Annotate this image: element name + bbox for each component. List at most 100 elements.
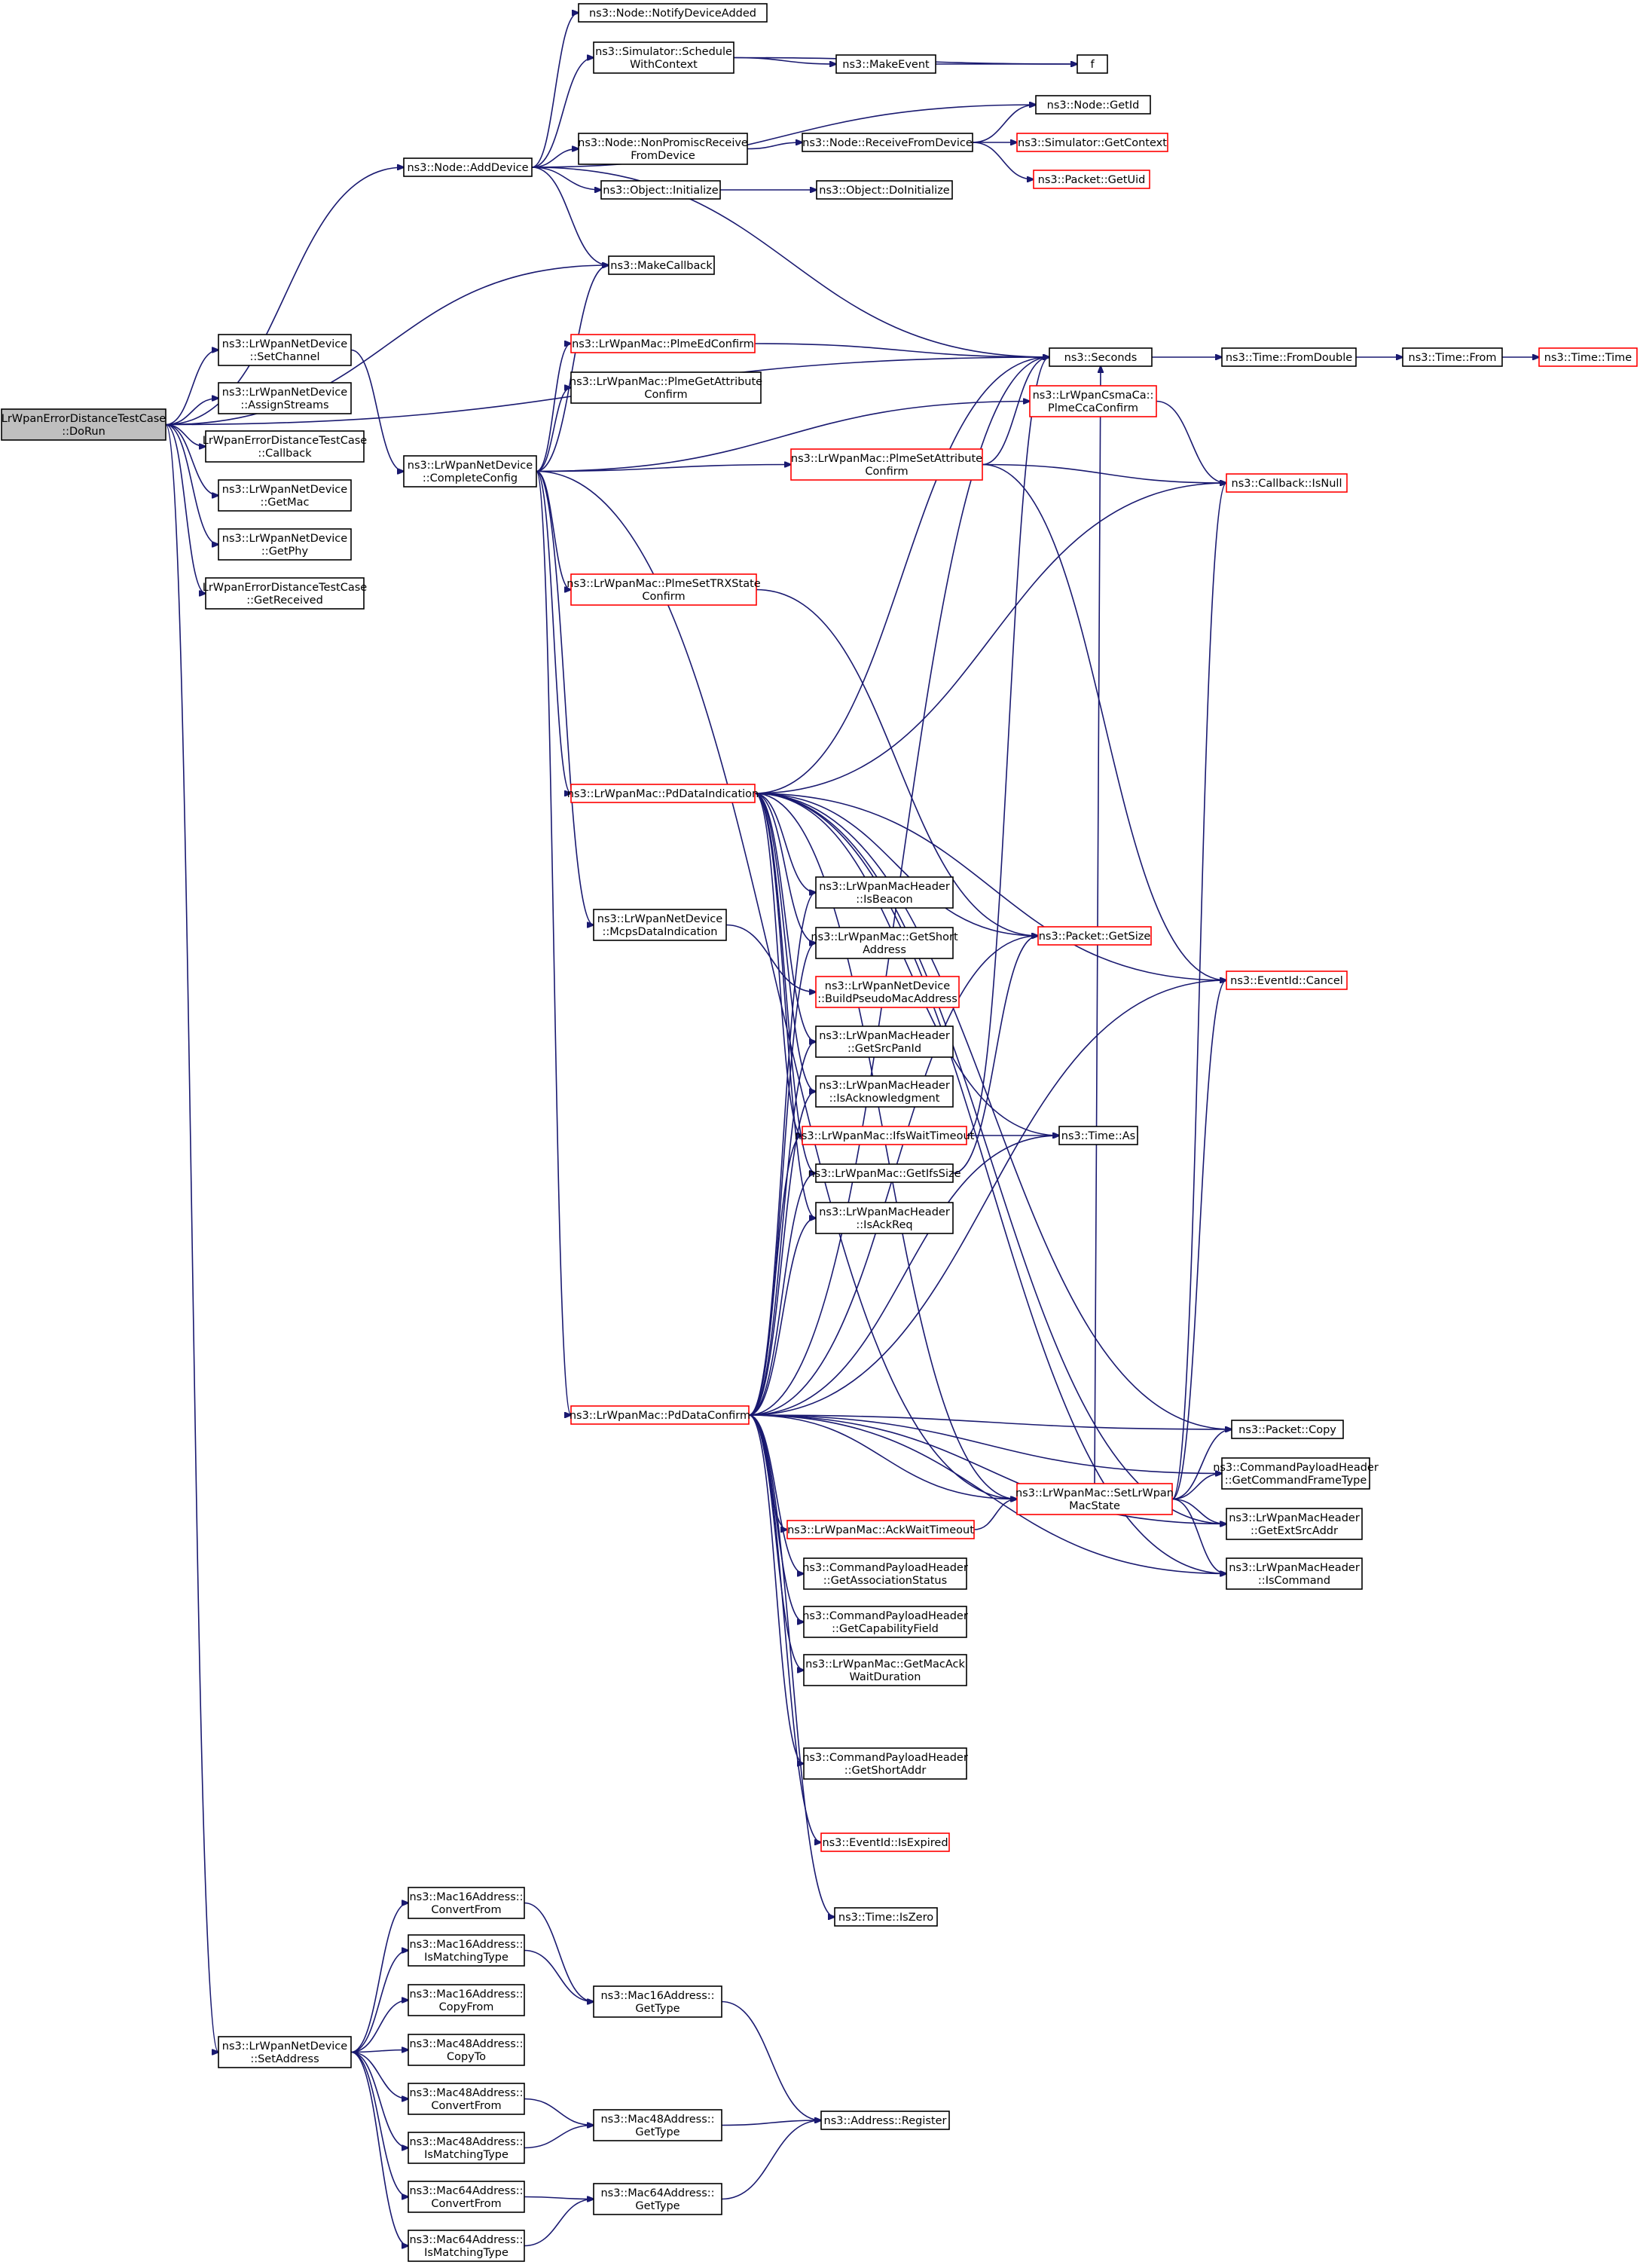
node-m16-convert-from[interactable]: ns3::Mac16Address::ConvertFrom — [408, 1887, 525, 1919]
node-mcps-data-indication[interactable]: ns3::LrWpanNetDevice::McpsDataIndication — [593, 909, 727, 941]
edge-pd-data-indication-to-get-short-address — [754, 793, 816, 943]
node-label: ns3::Mac48Address:: — [409, 2087, 523, 2099]
node-get-context[interactable]: ns3::Simulator::GetContext — [1016, 133, 1168, 152]
node-get-short-addr[interactable]: ns3::CommandPayloadHeader::GetShortAddr — [802, 1747, 968, 1780]
node-box — [815, 876, 954, 909]
node-packet-copy[interactable]: ns3::Packet::Copy — [1231, 1420, 1344, 1439]
node-get-ext-src-addr[interactable]: ns3::LrWpanMacHeader::GetExtSrcAddr — [1226, 1508, 1363, 1540]
node-time-from[interactable]: ns3::Time::From — [1402, 347, 1503, 367]
node-plme-ed-confirm[interactable]: ns3::LrWpanMac::PlmeEdConfirm — [570, 334, 756, 353]
node-complete-config[interactable]: ns3::LrWpanNetDevice::CompleteConfig — [403, 455, 537, 488]
node-event-cancel[interactable]: ns3::EventId::Cancel — [1226, 970, 1348, 990]
node-m64-convert-from[interactable]: ns3::Mac64Address::ConvertFrom — [408, 2181, 525, 2213]
node-ack-wait-timeout[interactable]: ns3::LrWpanMac::AckWaitTimeout — [786, 1520, 975, 1539]
node-is-zero[interactable]: ns3::Time::IsZero — [834, 1907, 938, 1927]
node-obj-initialize[interactable]: ns3::Object::Initialize — [600, 180, 721, 200]
node-label: ns3::CommandPayloadHeader — [802, 1610, 968, 1622]
node-addr-register[interactable]: ns3::Address::Register — [820, 2111, 950, 2130]
node-m16-copy-from[interactable]: ns3::Mac16Address::CopyFrom — [408, 1984, 525, 2016]
nodes-layer: LrWpanErrorDistanceTestCase::DoRun ns3::N… — [1, 3, 1638, 2262]
edge-pd-data-confirm-to-is-command — [748, 1414, 1226, 1574]
node-label: ns3::LrWpanNetDevice — [222, 2040, 348, 2053]
node-m16-get-type[interactable]: ns3::Mac16Address::GetType — [593, 1985, 722, 2018]
node-set-channel[interactable]: ns3::LrWpanNetDevice::SetChannel — [218, 334, 352, 366]
node-time-time[interactable]: ns3::Time::Time — [1538, 347, 1638, 367]
node-from-double[interactable]: ns3::Time::FromDouble — [1221, 347, 1357, 367]
node-receive-from-device[interactable]: ns3::Node::ReceiveFromDevice — [802, 133, 973, 152]
edge-complete-config-to-plme-cca — [536, 402, 1030, 472]
edge-set-lr-wpan-mac-state-to-is-command — [1171, 1498, 1226, 1574]
node-plme-cca[interactable]: ns3::LrWpanCsmaCa::PlmeCcaConfirm — [1029, 385, 1157, 417]
edge-pd-data-indication-to-is-ack-req — [754, 793, 816, 1218]
node-get-src-pan-id[interactable]: ns3::LrWpanMacHeader::GetSrcPanId — [815, 1025, 954, 1058]
node-assign-streams[interactable]: ns3::LrWpanNetDevice::AssignStreams — [218, 382, 352, 414]
node-ifs-wait-timeout[interactable]: ns3::LrWpanMac::IfsWaitTimeout — [795, 1126, 975, 1145]
node-get-cap-field[interactable]: ns3::CommandPayloadHeader::GetCapability… — [802, 1606, 968, 1638]
node-is-null[interactable]: ns3::Callback::IsNull — [1226, 473, 1348, 493]
node-get-phy[interactable]: ns3::LrWpanNetDevice::GetPhy — [218, 528, 352, 561]
node-notify-device-added[interactable]: ns3::Node::NotifyDeviceAdded — [578, 3, 768, 23]
node-box — [403, 157, 533, 177]
node-root[interactable]: LrWpanErrorDistanceTestCase::DoRun — [1, 408, 166, 441]
node-is-ack-req[interactable]: ns3::LrWpanMacHeader::IsAckReq — [815, 1202, 954, 1234]
node-is-command[interactable]: ns3::LrWpanMacHeader::IsCommand — [1226, 1557, 1363, 1590]
node-box — [1016, 133, 1168, 152]
node-label: ns3::CommandPayloadHeader — [802, 1752, 968, 1764]
node-m64-is-matching[interactable]: ns3::Mac64Address::IsMatchingType — [408, 2230, 525, 2262]
node-is-expired[interactable]: ns3::EventId::IsExpired — [820, 1832, 950, 1852]
node-time-as[interactable]: ns3::Time::As — [1058, 1126, 1138, 1145]
node-make-event[interactable]: ns3::MakeEvent — [835, 54, 936, 74]
node-box — [1049, 347, 1153, 367]
node-callback[interactable]: LrWpanErrorDistanceTestCase::Callback — [203, 430, 368, 463]
node-label: ns3::LrWpanMac::PlmeEdConfirm — [572, 338, 754, 350]
node-m16-is-matching[interactable]: ns3::Mac16Address::IsMatchingType — [408, 1934, 525, 1967]
node-get-id[interactable]: ns3::Node::GetId — [1035, 95, 1151, 115]
node-box — [815, 1075, 954, 1108]
node-packet-get-size[interactable]: ns3::Packet::GetSize — [1037, 926, 1152, 946]
node-f[interactable]: f — [1077, 54, 1108, 74]
node-get-ifs-size[interactable]: ns3::LrWpanMac::GetIfsSize — [808, 1163, 961, 1183]
node-m48-convert-from[interactable]: ns3::Mac48Address::ConvertFrom — [408, 2083, 525, 2115]
edge-set-channel-to-complete-config — [350, 349, 404, 472]
node-get-uid[interactable]: ns3::Packet::GetUid — [1033, 170, 1150, 189]
node-pd-data-confirm[interactable]: ns3::LrWpanMac::PdDataConfirm — [570, 1405, 750, 1425]
node-is-beacon[interactable]: ns3::LrWpanMacHeader::IsBeacon — [815, 876, 954, 909]
node-seconds[interactable]: ns3::Seconds — [1049, 347, 1153, 367]
node-m48-is-matching[interactable]: ns3::Mac48Address::IsMatchingType — [408, 2132, 525, 2164]
node-get-assoc-status[interactable]: ns3::CommandPayloadHeader::GetAssociatio… — [802, 1557, 968, 1590]
node-pd-data-indication[interactable]: ns3::LrWpanMac::PdDataIndication — [567, 784, 759, 803]
node-do-initialize[interactable]: ns3::Object::DoInitialize — [816, 180, 953, 200]
node-box — [1221, 1457, 1370, 1490]
node-make-callback[interactable]: ns3::MakeCallback — [608, 255, 715, 275]
node-get-mac[interactable]: ns3::LrWpanNetDevice::GetMac — [218, 479, 352, 512]
edge-set-address-to-m16-is-matching — [350, 1951, 408, 2053]
node-m48-get-type[interactable]: ns3::Mac48Address::GetType — [593, 2109, 722, 2141]
node-m48-copy-to[interactable]: ns3::Mac48Address::CopyTo — [408, 2034, 525, 2066]
node-is-ack[interactable]: ns3::LrWpanMacHeader::IsAcknowledgment — [815, 1075, 954, 1108]
node-box — [593, 41, 734, 74]
node-label: ::SetChannel — [249, 351, 319, 363]
node-add-device[interactable]: ns3::Node::AddDevice — [403, 157, 533, 177]
node-label: ns3::Node::NonPromiscReceive — [578, 137, 748, 149]
node-label: ns3::Node::ReceiveFromDevice — [802, 137, 973, 149]
node-label: ns3::LrWpanMacHeader — [819, 1080, 950, 1092]
edge-pd-data-confirm-to-set-lr-wpan-mac-state — [748, 1414, 1017, 1499]
node-get-received[interactable]: LrWpanErrorDistanceTestCase::GetReceived — [203, 577, 368, 610]
edge-pd-data-confirm-to-get-assoc-status — [748, 1414, 804, 1574]
node-get-cmd-frame-type[interactable]: ns3::CommandPayloadHeader::GetCommandFra… — [1213, 1457, 1379, 1490]
node-m64-get-type[interactable]: ns3::Mac64Address::GetType — [593, 2183, 722, 2215]
node-label: ns3::LrWpanMac::IfsWaitTimeout — [795, 1130, 975, 1142]
node-build-pseudo[interactable]: ns3::LrWpanNetDevice::BuildPseudoMacAddr… — [815, 976, 960, 1008]
node-label: ns3::Mac48Address:: — [409, 2038, 523, 2050]
edge-root-to-set-address — [165, 423, 218, 2053]
node-label: ::CompleteConfig — [423, 472, 518, 484]
node-set-address[interactable]: ns3::LrWpanNetDevice::SetAddress — [218, 2036, 352, 2068]
